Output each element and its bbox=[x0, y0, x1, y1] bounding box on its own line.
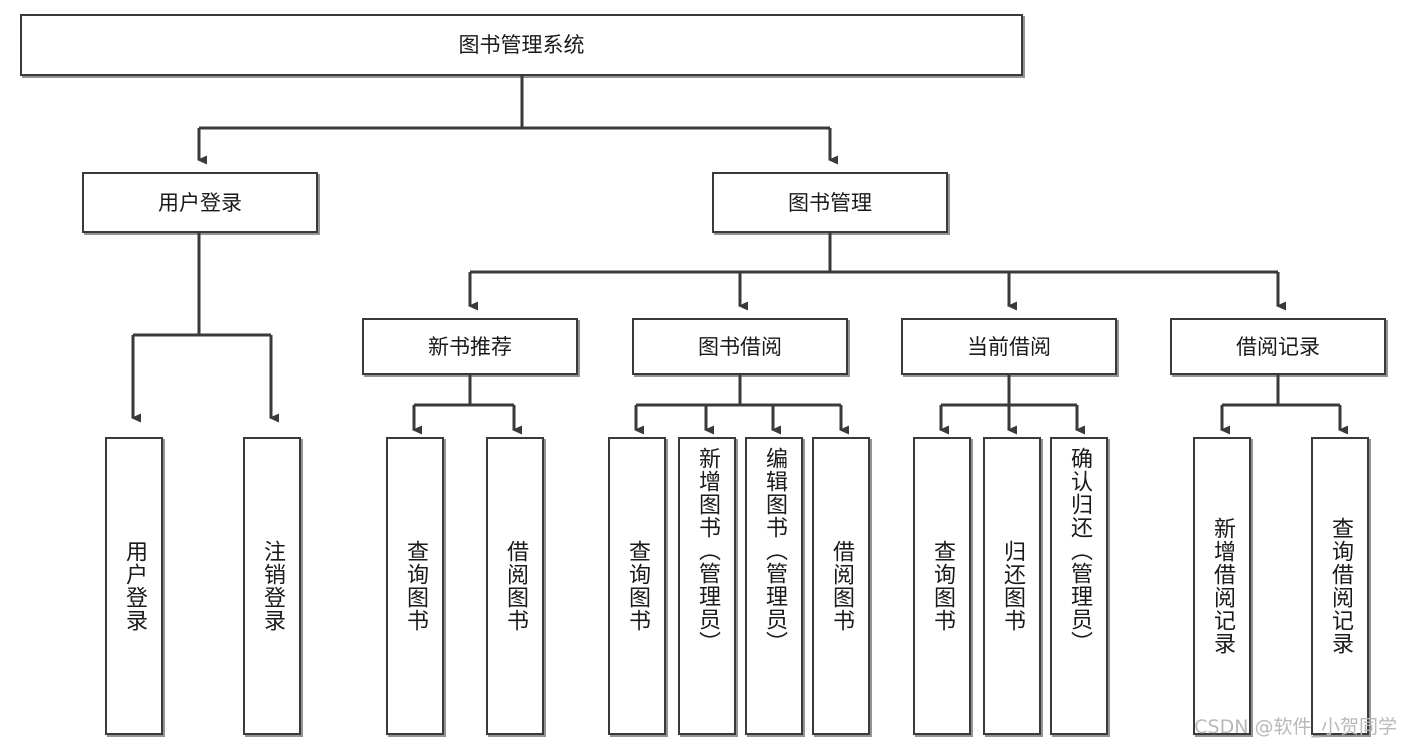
node-leaf-query-book-2-label: 查询图书 bbox=[625, 540, 650, 632]
node-root[interactable]: 图书管理系统 bbox=[20, 14, 1023, 76]
node-leaf-edit-book[interactable]: 编辑图书（管理员） bbox=[745, 437, 803, 735]
node-current-borrow-label: 当前借阅 bbox=[967, 334, 1051, 359]
node-user-login-label: 用户登录 bbox=[158, 190, 242, 215]
node-leaf-add-book-label: 新增图书（管理员） bbox=[695, 447, 720, 654]
node-leaf-confirm-return-label: 确认归还（管理员） bbox=[1067, 447, 1092, 654]
node-leaf-query-book-3[interactable]: 查询图书 bbox=[913, 437, 971, 735]
node-leaf-query-record[interactable]: 查询借阅记录 bbox=[1311, 437, 1369, 735]
node-leaf-borrow-book-2[interactable]: 借阅图书 bbox=[812, 437, 870, 735]
node-leaf-user-logout[interactable]: 注销登录 bbox=[243, 437, 301, 735]
node-leaf-return-book-label: 归还图书 bbox=[1000, 540, 1025, 632]
node-leaf-borrow-book-1[interactable]: 借阅图书 bbox=[486, 437, 544, 735]
node-book-borrow-label: 图书借阅 bbox=[698, 334, 782, 359]
node-root-label: 图书管理系统 bbox=[458, 32, 585, 57]
node-leaf-borrow-book-1-label: 借阅图书 bbox=[503, 540, 528, 632]
node-new-book-recommend[interactable]: 新书推荐 bbox=[362, 318, 578, 375]
node-leaf-add-record[interactable]: 新增借阅记录 bbox=[1193, 437, 1251, 735]
node-leaf-edit-book-label: 编辑图书（管理员） bbox=[762, 447, 787, 654]
node-book-manage[interactable]: 图书管理 bbox=[712, 172, 948, 233]
node-leaf-return-book[interactable]: 归还图书 bbox=[983, 437, 1041, 735]
node-leaf-query-book-1-label: 查询图书 bbox=[403, 540, 428, 632]
node-leaf-query-book-1[interactable]: 查询图书 bbox=[386, 437, 444, 735]
node-leaf-query-book-3-label: 查询图书 bbox=[930, 540, 955, 632]
node-leaf-user-logout-label: 注销登录 bbox=[260, 540, 285, 632]
node-current-borrow[interactable]: 当前借阅 bbox=[901, 318, 1117, 375]
node-leaf-query-book-2[interactable]: 查询图书 bbox=[608, 437, 666, 735]
node-leaf-query-record-label: 查询借阅记录 bbox=[1328, 517, 1353, 655]
node-book-borrow[interactable]: 图书借阅 bbox=[632, 318, 848, 375]
node-leaf-confirm-return[interactable]: 确认归还（管理员） bbox=[1050, 437, 1108, 735]
node-leaf-borrow-book-2-label: 借阅图书 bbox=[829, 540, 854, 632]
node-leaf-user-login[interactable]: 用户登录 bbox=[105, 437, 163, 735]
watermark-text: CSDN @软件_小贺同学 bbox=[1194, 716, 1397, 738]
node-book-manage-label: 图书管理 bbox=[788, 190, 872, 215]
node-leaf-user-login-label: 用户登录 bbox=[122, 540, 147, 632]
node-user-login[interactable]: 用户登录 bbox=[82, 172, 318, 233]
node-borrow-record-label: 借阅记录 bbox=[1236, 334, 1320, 359]
node-new-book-recommend-label: 新书推荐 bbox=[428, 334, 512, 359]
node-leaf-add-record-label: 新增借阅记录 bbox=[1210, 517, 1235, 655]
node-borrow-record[interactable]: 借阅记录 bbox=[1170, 318, 1386, 375]
node-leaf-add-book[interactable]: 新增图书（管理员） bbox=[678, 437, 736, 735]
